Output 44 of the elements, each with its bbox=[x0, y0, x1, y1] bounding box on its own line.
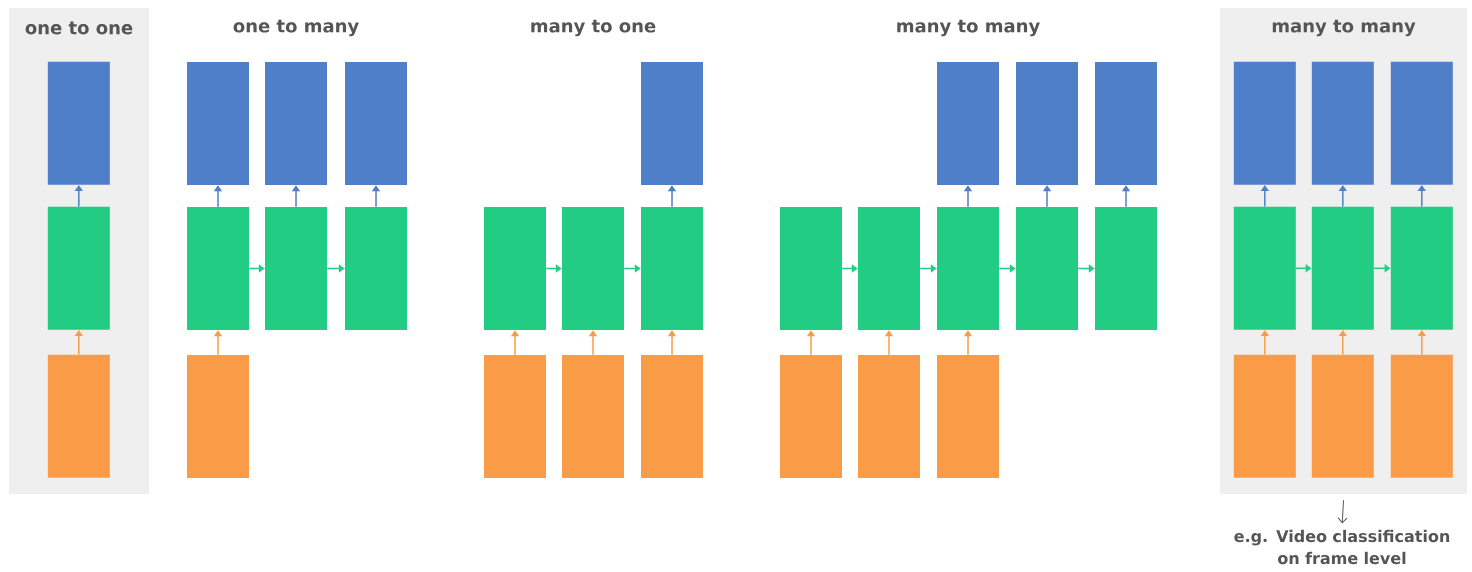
hidden-box bbox=[937, 207, 999, 330]
input-box bbox=[858, 355, 920, 478]
panel-heading: many to many bbox=[1272, 19, 1416, 37]
input-box bbox=[780, 355, 842, 478]
input-box bbox=[562, 355, 624, 478]
output-box bbox=[345, 62, 407, 185]
input-box bbox=[187, 355, 249, 478]
input-box bbox=[1233, 354, 1296, 478]
output-box bbox=[47, 61, 110, 185]
hidden-box bbox=[562, 207, 624, 330]
input-box bbox=[641, 355, 703, 478]
group-heading: many to one bbox=[531, 19, 656, 37]
caption: e.g. Video classification on frame level bbox=[1234, 529, 1450, 565]
input-box bbox=[484, 355, 546, 478]
hidden-box bbox=[858, 207, 920, 330]
output-box bbox=[1390, 61, 1453, 185]
output-box bbox=[187, 62, 249, 185]
hidden-box bbox=[1311, 206, 1374, 330]
input-box bbox=[937, 355, 999, 478]
output-box bbox=[937, 62, 999, 185]
output-box bbox=[1095, 62, 1157, 185]
hidden-box bbox=[484, 207, 546, 330]
output-box bbox=[1233, 61, 1296, 185]
arrow bbox=[1337, 499, 1348, 524]
hidden-box bbox=[641, 207, 703, 330]
hidden-box bbox=[265, 207, 327, 330]
output-box bbox=[641, 62, 703, 185]
hidden-box bbox=[187, 207, 249, 330]
group-heading: many to many bbox=[897, 19, 1040, 37]
hidden-box bbox=[1095, 207, 1157, 330]
hidden-box bbox=[345, 207, 407, 330]
output-box bbox=[1016, 62, 1078, 185]
input-box bbox=[47, 354, 110, 478]
panel-heading: one to one bbox=[25, 21, 133, 35]
output-box bbox=[265, 62, 327, 185]
output-box bbox=[1311, 61, 1374, 185]
hidden-box bbox=[1016, 207, 1078, 330]
hidden-box bbox=[1233, 206, 1296, 330]
hidden-box bbox=[1390, 206, 1453, 330]
input-box bbox=[1390, 354, 1453, 478]
input-box bbox=[1311, 354, 1374, 478]
hidden-box bbox=[780, 207, 842, 330]
group-heading: one to many bbox=[233, 19, 359, 37]
hidden-box bbox=[47, 206, 110, 330]
